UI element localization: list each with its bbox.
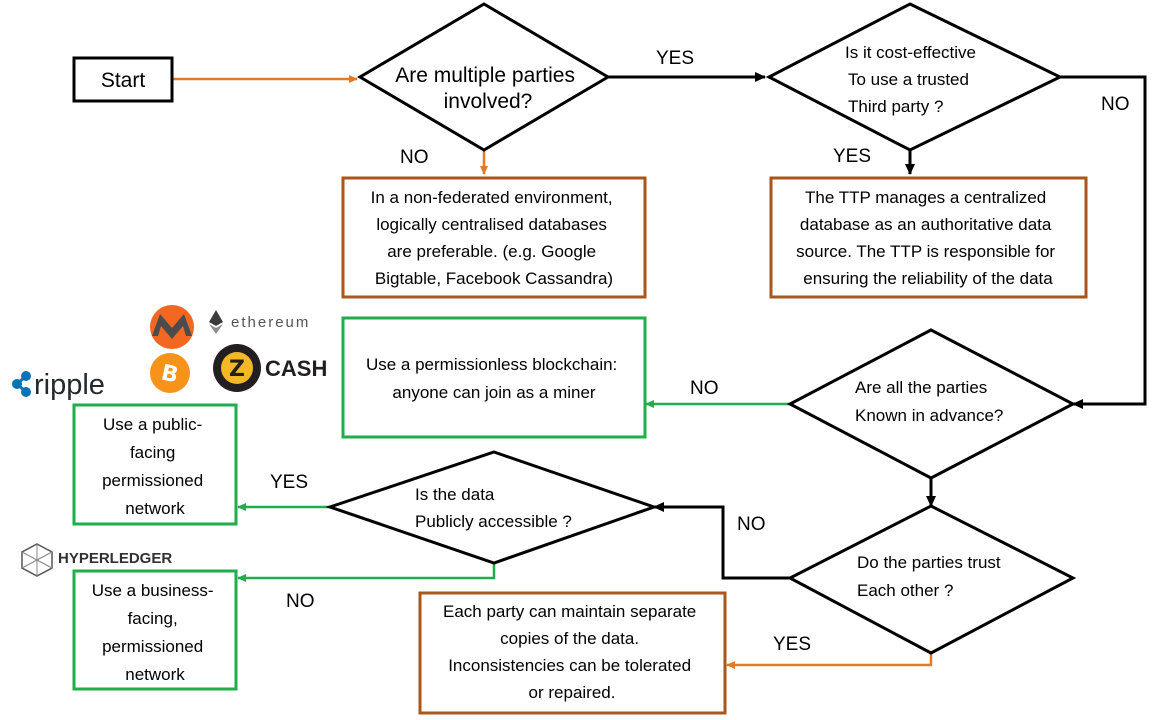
box-non-federated-text: In a non-federated environment, logicall… bbox=[371, 188, 618, 288]
edge-public-no bbox=[237, 563, 496, 582]
box-ttp-text: The TTP manages a centralized database a… bbox=[796, 188, 1060, 288]
label-public-yes: YES bbox=[270, 472, 308, 493]
decision-multiple-parties-text: Are multiple parties involved? bbox=[395, 64, 581, 113]
edge-trust-no bbox=[653, 502, 790, 580]
label-cost-no: NO bbox=[1101, 94, 1130, 115]
edge-cost-no bbox=[1060, 75, 1147, 409]
box-separate-copies-text: Each party can maintain separate copies … bbox=[443, 602, 701, 702]
edge-trust-yes bbox=[726, 653, 933, 669]
ethereum-icon bbox=[209, 310, 223, 334]
svg-text:B: B bbox=[159, 360, 181, 388]
label-trust-no: NO bbox=[737, 514, 766, 535]
decision-multiple-parties bbox=[357, 2, 611, 152]
decision-trust-each-other bbox=[786, 504, 1077, 655]
bitcoin-icon: B bbox=[150, 353, 190, 393]
box-separate-copies bbox=[418, 591, 727, 715]
box-non-federated bbox=[341, 176, 647, 299]
box-business-facing bbox=[72, 569, 238, 691]
decision-known-in-advance-text: Are all the parties Known in advance? bbox=[855, 378, 1003, 425]
hyperledger-wordmark: HYPERLEDGER bbox=[58, 550, 172, 567]
decision-cost-effective-text: Is it cost-effective To use a trusted Th… bbox=[845, 43, 981, 116]
decision-cost-effective bbox=[765, 2, 1064, 152]
label-known-no: NO bbox=[690, 378, 719, 399]
zcash-icon: Z bbox=[213, 344, 261, 392]
label-cost-yes: YES bbox=[833, 146, 871, 167]
decision-known-in-advance bbox=[786, 328, 1077, 480]
box-ttp bbox=[769, 176, 1088, 299]
cash-wordmark: CASH bbox=[265, 356, 327, 381]
ethereum-wordmark: ethereum bbox=[231, 314, 310, 331]
label-trust-yes: YES bbox=[773, 634, 811, 655]
decision-publicly-accessible-text: Is the data Publicly accessible ? bbox=[415, 485, 572, 531]
ripple-wordmark: ripple bbox=[34, 369, 105, 401]
label-multiple-no: NO bbox=[400, 147, 429, 168]
start-label: Start bbox=[101, 69, 146, 92]
svg-text:Z: Z bbox=[229, 357, 245, 382]
box-permissionless bbox=[341, 316, 647, 439]
box-public-facing bbox=[72, 403, 238, 526]
label-multiple-yes: YES bbox=[656, 48, 694, 69]
decision-trust-each-other-text: Do the parties trust Each other ? bbox=[857, 553, 1005, 600]
box-permissionless-text: Use a permissionless blockchain: anyone … bbox=[366, 355, 622, 402]
hyperledger-icon bbox=[21, 543, 53, 577]
box-public-facing-text: Use a public- facing permissioned networ… bbox=[102, 415, 208, 518]
monero-icon bbox=[150, 305, 194, 349]
decision-publicly-accessible bbox=[325, 450, 659, 565]
label-public-no: NO bbox=[286, 591, 315, 612]
ripple-icon bbox=[12, 371, 31, 397]
start-box bbox=[72, 56, 174, 103]
box-business-facing-text: Use a business- facing, permissioned net… bbox=[92, 581, 219, 684]
